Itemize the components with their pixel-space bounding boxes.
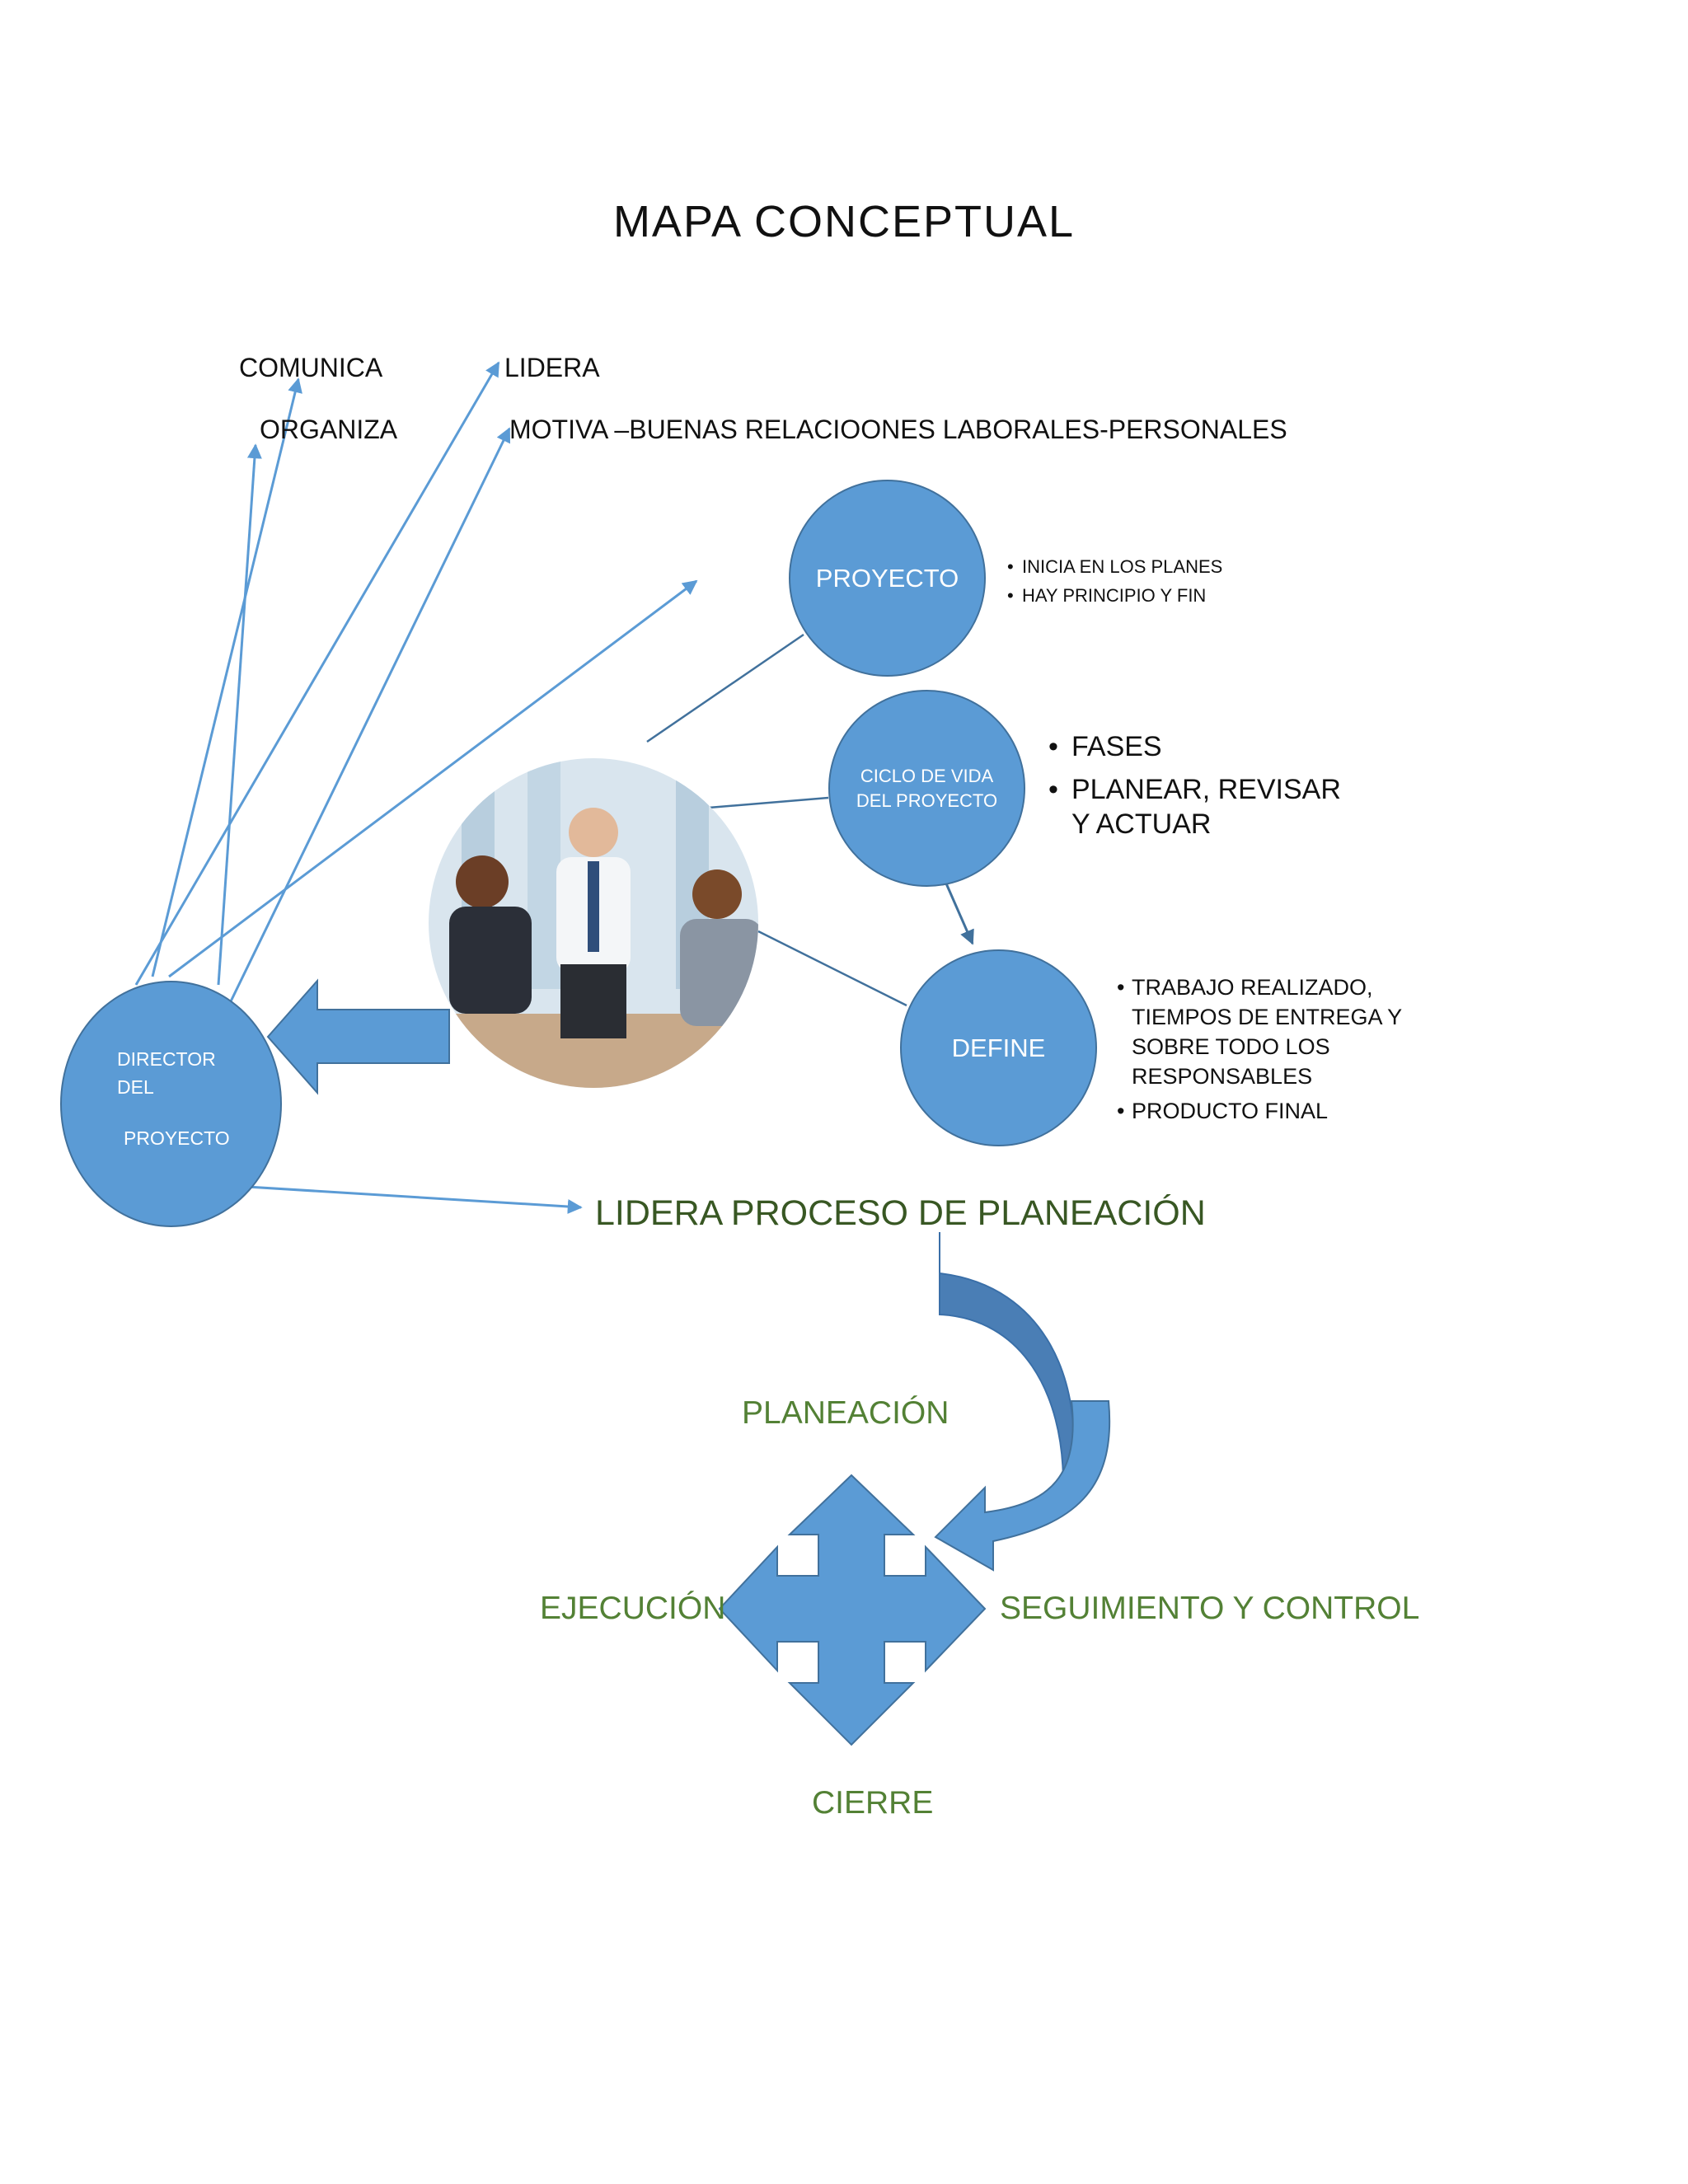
connector-define: [757, 930, 907, 1007]
proyecto-bullet: HAY PRINCIPIO Y FIN: [1007, 581, 1337, 610]
label-cierre: CIERRE: [812, 1785, 934, 1821]
curved-arrow: [939, 1232, 1075, 1484]
arrow-to-organiza: [217, 443, 262, 986]
ciclo-line1: CICLO DE VIDA: [860, 765, 994, 786]
arrow-to-motiva: [229, 427, 511, 1002]
ciclo-bullets: FASES PLANEAR, REVISAR Y ACTUAR: [1048, 729, 1362, 841]
node-ciclo-de-vida: CICLO DE VIDA DEL PROYECTO: [828, 690, 1025, 887]
define-bullet: TRABAJO REALIZADO, TIEMPOS DE ENTREGA Y …: [1117, 972, 1414, 1091]
arrow-to-lidera: [134, 361, 500, 986]
director-line3: PROYECTO: [124, 1127, 230, 1149]
define-bullet: PRODUCTO FINAL: [1117, 1096, 1414, 1126]
connector-ciclo: [708, 796, 829, 809]
define-label: DEFINE: [951, 1033, 1046, 1062]
proyecto-bullets: INICIA EN LOS PLANES HAY PRINCIPIO Y FIN: [1007, 552, 1337, 610]
label-planeacion: PLANEACIÓN: [742, 1395, 950, 1431]
node-proyecto: PROYECTO: [789, 480, 986, 677]
label-organiza: ORGANIZA: [260, 415, 398, 444]
process-header: LIDERA PROCESO DE PLANEACIÓN: [595, 1193, 1206, 1233]
arrow-to-comunica: [151, 377, 302, 977]
curved-arrow-tail: [934, 1400, 1111, 1572]
director-line2: DEL: [117, 1076, 154, 1098]
arrow-to-meeting-image: [168, 579, 698, 978]
label-comunica: COMUNICA: [239, 353, 383, 382]
label-motiva: MOTIVA –BUENAS RELACIOONES LABORALES-PER…: [509, 415, 1287, 444]
block-arrow-left: [266, 978, 450, 1095]
page-title: MAPA CONCEPTUAL: [612, 197, 1076, 246]
director-line1: DIRECTOR: [117, 1048, 216, 1070]
meeting-photo: [429, 758, 758, 1088]
connector-proyecto: [646, 633, 804, 743]
ciclo-bullet: FASES: [1048, 729, 1362, 764]
label-seguimiento: SEGUIMIENTO Y CONTROL: [1000, 1591, 1420, 1626]
node-director: DIRECTOR DEL PROYECTO: [60, 981, 282, 1227]
arrow-ciclo-to-define: [945, 883, 974, 945]
define-bullets: TRABAJO REALIZADO, TIEMPOS DE ENTREGA Y …: [1117, 972, 1414, 1126]
label-ejecucion: EJECUCIÓN: [540, 1591, 726, 1626]
arrow-to-process-header: [246, 1185, 583, 1214]
ciclo-bullet: PLANEAR, REVISAR Y ACTUAR: [1048, 772, 1362, 841]
four-way-arrow: [718, 1474, 987, 1746]
proyecto-bullet: INICIA EN LOS PLANES: [1007, 552, 1337, 581]
proyecto-label: PROYECTO: [815, 563, 959, 593]
ciclo-line2: DEL PROYECTO: [856, 790, 998, 811]
node-define: DEFINE: [900, 949, 1097, 1146]
label-lidera: LIDERA: [504, 353, 600, 382]
